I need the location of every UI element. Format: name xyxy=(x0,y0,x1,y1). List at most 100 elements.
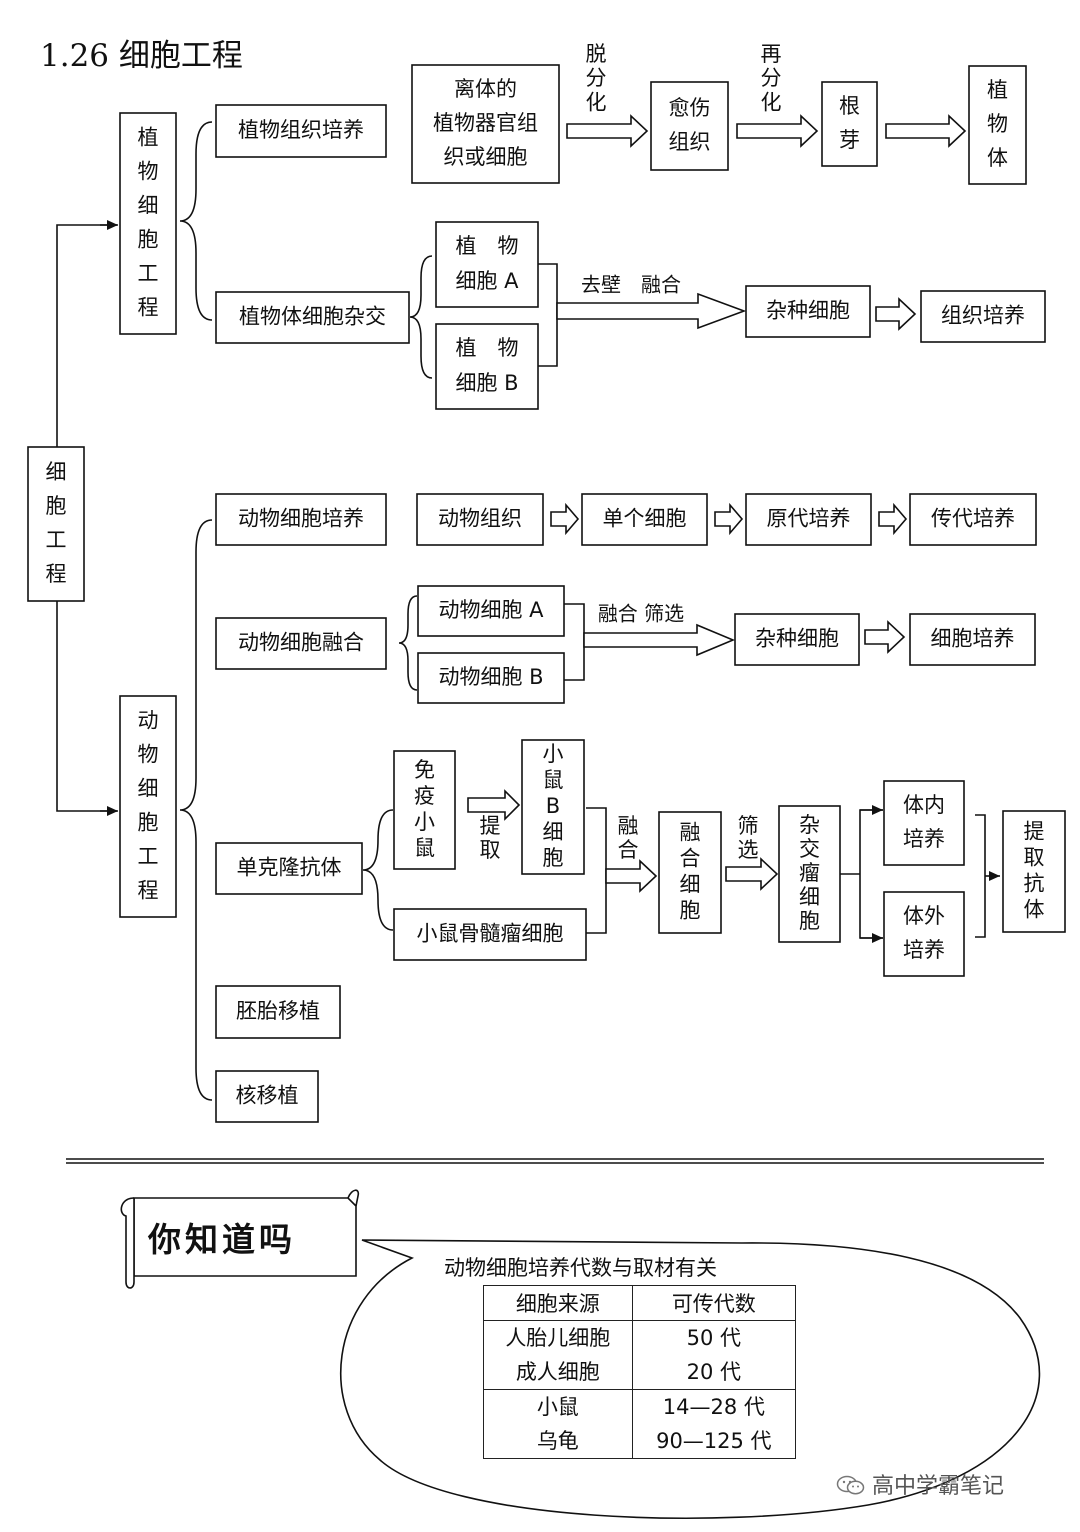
trunk-animal-line xyxy=(56,601,117,812)
label-redifferentiation-char: 再 xyxy=(761,42,782,66)
single-cell-box: 单个细胞 xyxy=(581,493,708,546)
plant-brace xyxy=(179,121,213,321)
plant-cell-a-box-label: 细胞 A xyxy=(455,269,519,293)
scroll-right-curl xyxy=(347,1189,360,1207)
table-header-source: 细胞来源 xyxy=(483,1285,633,1321)
explant-box-frame xyxy=(411,64,560,184)
label-dedifferentiation-char: 化 xyxy=(586,90,607,114)
trunk-animal-arrow-head xyxy=(107,806,118,816)
animal-culture-box: 动物细胞培养 xyxy=(215,493,387,546)
in-vitro-box-label: 体外 xyxy=(903,904,945,928)
antibody-box-label: 取 xyxy=(1024,846,1045,870)
label-dedifferentiation-char: 分 xyxy=(586,66,607,90)
arrow-to-tissue-culture xyxy=(875,297,917,331)
fused-cell-box-label: 合 xyxy=(680,847,701,871)
animal-culture-box-frame xyxy=(215,493,387,546)
monoclonal-box-label: 单克隆抗体 xyxy=(237,856,342,880)
myeloma-box: 小鼠骨髓瘤细胞 xyxy=(393,908,587,961)
culture-join xyxy=(975,814,986,938)
in-vivo-box-label: 体内 xyxy=(903,793,945,817)
animal-cell-b-box-label: 动物细胞 B xyxy=(438,665,543,689)
cell-culture-result-box-frame xyxy=(909,613,1036,666)
arrow-redifferentiation xyxy=(736,114,819,148)
label-fuse-char: 合 xyxy=(618,838,639,862)
tissue-culture-result-box-label: 组织培养 xyxy=(941,304,1025,328)
tissue-culture-result-box-frame xyxy=(920,290,1046,343)
whole-plant-box-label: 体 xyxy=(987,146,1008,170)
plant-cell-b-box: 植 物细胞 B xyxy=(435,323,539,410)
root-bud-box-label: 芽 xyxy=(839,128,860,152)
animal-branch-box-label: 工 xyxy=(138,845,159,869)
label-fuse: 融合 xyxy=(618,814,639,862)
table-cell-value: 小鼠 xyxy=(536,1395,579,1419)
hybridoma-box-label: 细 xyxy=(799,885,820,909)
animal-branch-box-label: 程 xyxy=(138,879,159,903)
label-wall-removal-fusion-text: 去壁 融合 xyxy=(581,273,681,297)
animal-cell-b-box: 动物细胞 B xyxy=(417,652,565,704)
animal-culture-box-label: 动物细胞培养 xyxy=(238,507,364,531)
monoclonal-box: 单克隆抗体 xyxy=(215,842,363,895)
root-box-label: 细 xyxy=(46,460,67,484)
plant-hybrid-brace xyxy=(409,255,433,379)
plant-branch-box-label: 工 xyxy=(138,262,159,286)
plant-branch-box-frame xyxy=(119,112,177,335)
plant-branch-box-label: 程 xyxy=(138,296,159,320)
fused-cell-box-label: 融 xyxy=(680,821,701,845)
generation-table: 细胞来源 可传代数 人胎儿细胞 成人细胞 50 代 20 代 小鼠 乌龟 14—… xyxy=(483,1285,797,1459)
immune-mouse-box-label: 小 xyxy=(414,810,435,834)
immune-mouse-box-label: 疫 xyxy=(414,784,435,808)
whole-plant-box-frame xyxy=(968,65,1027,185)
label-fuse-char: 融 xyxy=(618,814,639,838)
in-vivo-box-frame xyxy=(883,780,965,866)
plant-branch-box-label: 胞 xyxy=(138,228,159,252)
root-bud-box: 根芽 xyxy=(821,81,878,167)
plant-branch-box-label: 细 xyxy=(138,194,159,218)
table-cell-counts: 50 代 20 代 xyxy=(631,1320,797,1390)
watermark-text: 高中学霸笔记 xyxy=(872,1474,1005,1499)
antibody-box-label: 体 xyxy=(1024,898,1045,922)
animal-branch-box-label: 物 xyxy=(138,743,159,767)
antibody-box-label: 抗 xyxy=(1024,872,1045,896)
arrow-dedifferentiation xyxy=(566,114,649,148)
watermark: 高中学霸笔记 xyxy=(836,1468,1004,1500)
single-cell-box-frame xyxy=(581,493,708,546)
animal-fusion-brace xyxy=(398,595,418,691)
animal-fusion-box-label: 动物细胞融合 xyxy=(238,631,364,655)
hybridization-box: 植物体细胞杂交 xyxy=(215,291,410,344)
table-cell-value: 人胎儿细胞 xyxy=(505,1326,611,1350)
nuclear-transfer-box-label: 核移植 xyxy=(236,1084,299,1108)
cell-culture-result-box-label: 细胞培养 xyxy=(931,627,1015,651)
subculture-box-label: 传代培养 xyxy=(931,507,1015,531)
tissue-culture-box-label: 植物组织培养 xyxy=(238,118,364,142)
tissue-culture-result-box: 组织培养 xyxy=(920,290,1046,343)
page-title: 1.26 细胞工程 xyxy=(40,38,243,74)
fused-cell-box-label: 细 xyxy=(680,873,701,897)
callus-box-label: 愈伤 xyxy=(669,96,711,120)
arrow-to-plant xyxy=(885,114,967,148)
whole-plant-box-label: 植 xyxy=(987,78,1008,102)
antibody-box-label: 提 xyxy=(1024,820,1045,844)
subculture-box: 传代培养 xyxy=(909,493,1037,546)
immune-mouse-box-frame xyxy=(393,750,456,870)
hybridization-box-label: 植物体细胞杂交 xyxy=(239,305,386,329)
plant-cell-b-box-label: 细胞 B xyxy=(455,371,518,395)
explant-box-label: 离体的 xyxy=(454,77,517,101)
label-screen: 筛选 xyxy=(738,814,759,862)
hybridoma-box-label: 胞 xyxy=(799,909,820,933)
animal-hybrid-cell-box-frame xyxy=(734,613,860,666)
b-cell-box-label: 小 xyxy=(543,742,564,766)
animal-branch-box-label: 动 xyxy=(138,709,159,733)
b-cell-box-label: 鼠 xyxy=(543,768,564,792)
plant-cell-b-box-label: 植 物 xyxy=(456,336,519,360)
table-cell-value: 90—125 代 xyxy=(656,1429,772,1453)
hybridization-box-frame xyxy=(215,291,410,344)
primary-culture-box-label: 原代培养 xyxy=(767,507,851,531)
callus-box-frame xyxy=(650,81,729,171)
plant-cell-a-box-frame xyxy=(435,221,539,308)
table-header-row: 细胞来源 可传代数 xyxy=(483,1285,797,1321)
